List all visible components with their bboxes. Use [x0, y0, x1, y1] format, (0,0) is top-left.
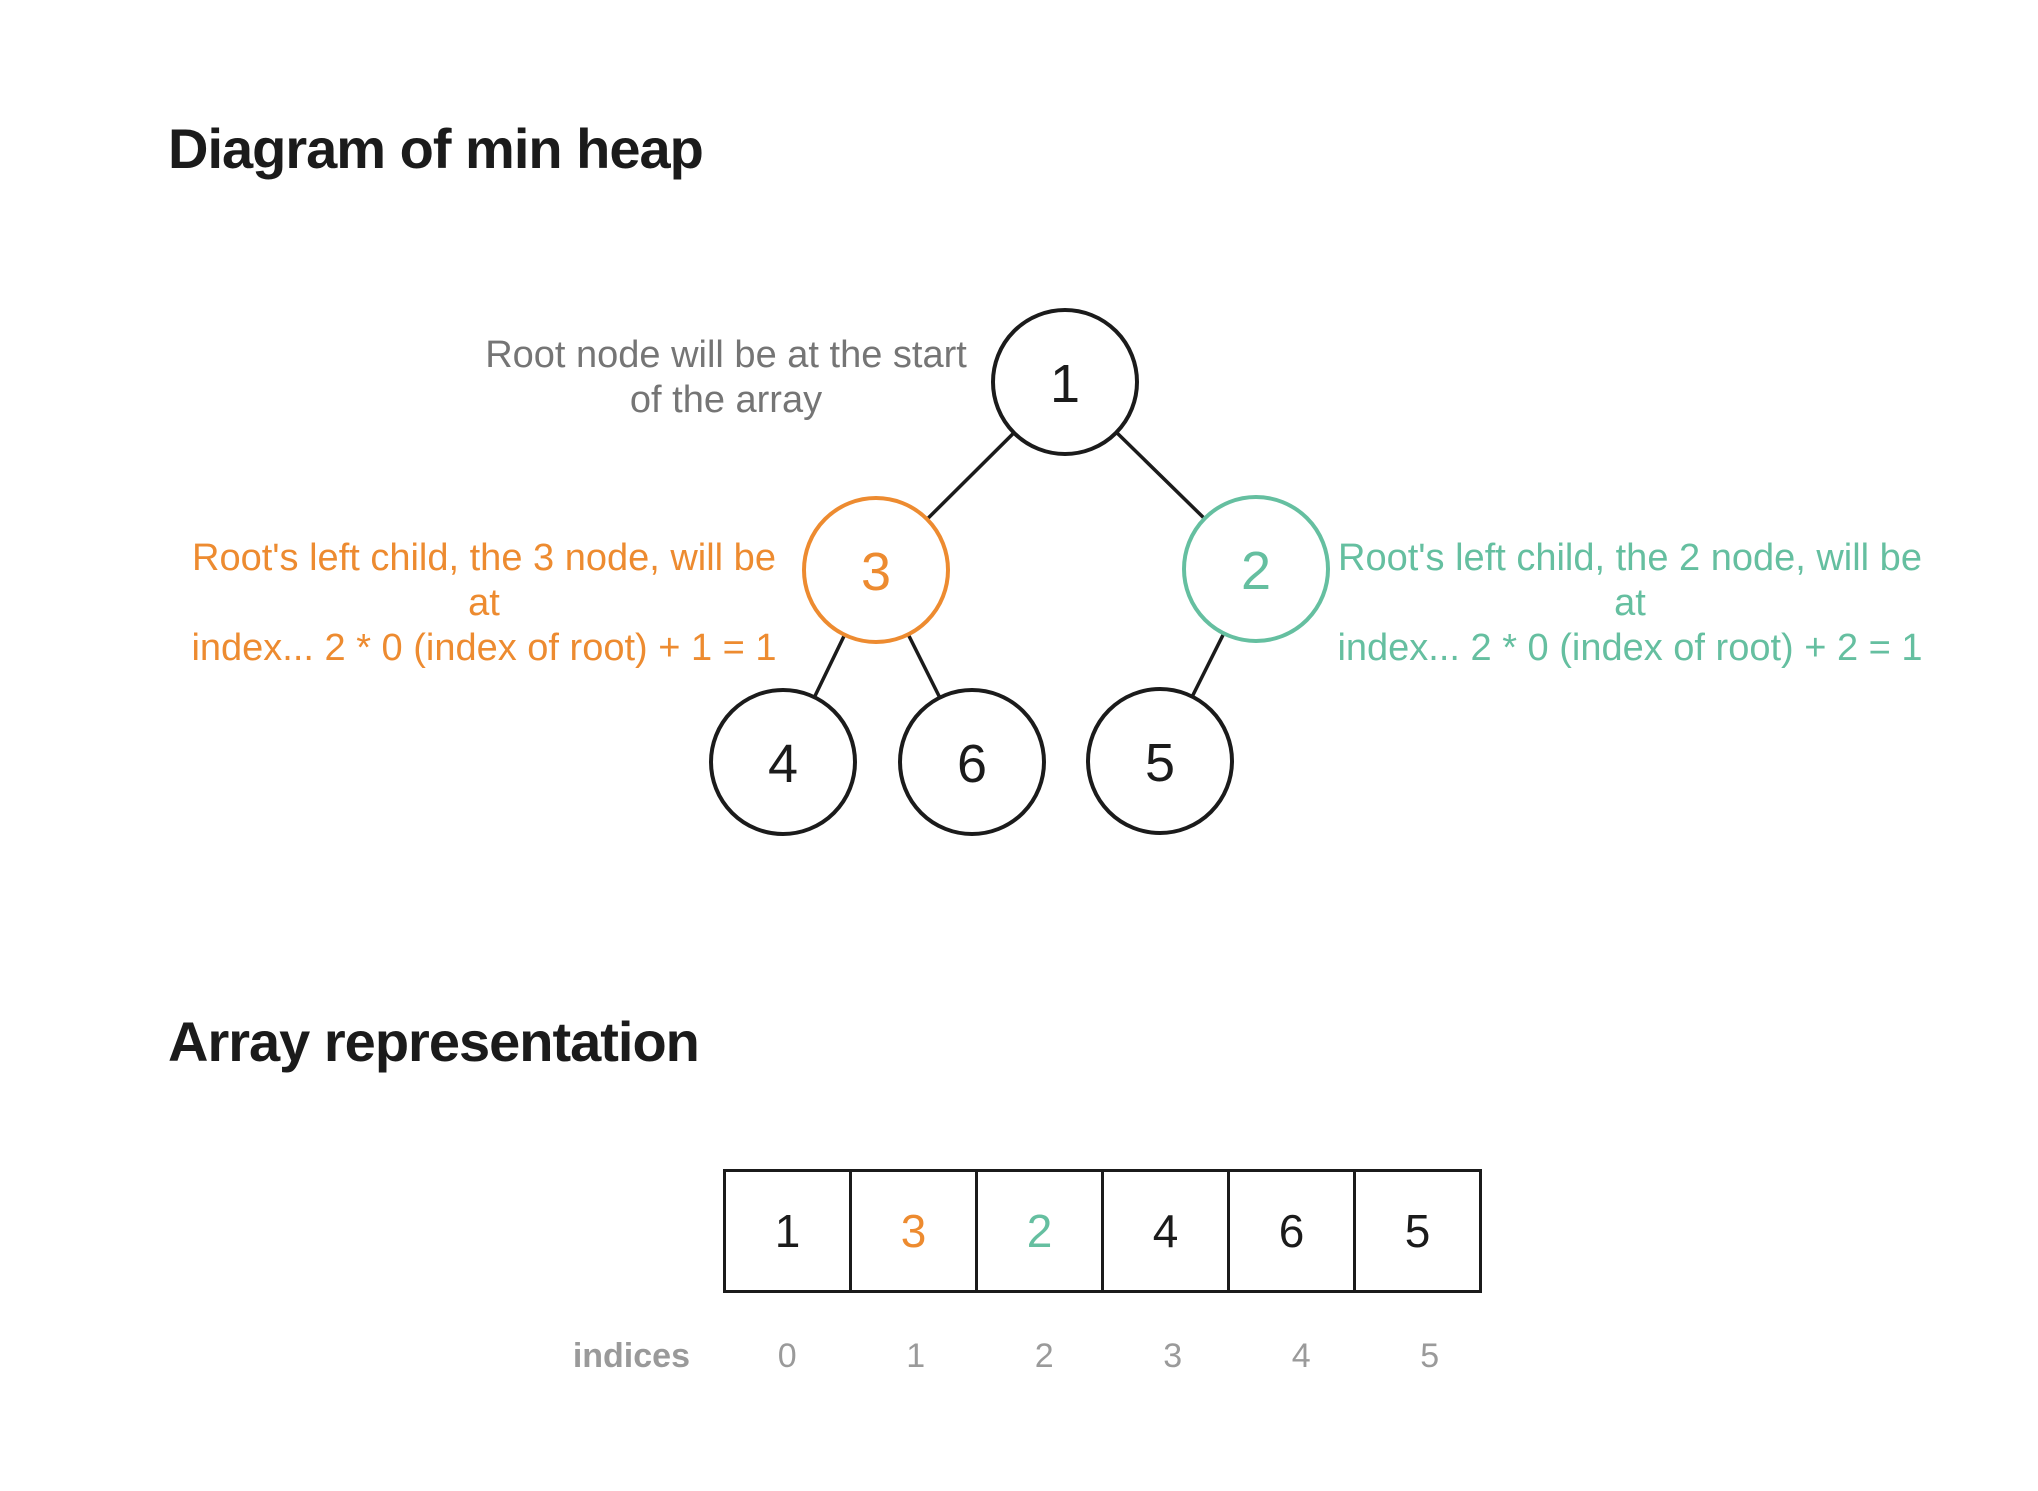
- tree-node-circle-2: [1182, 495, 1330, 643]
- tree-node-circle-6: [898, 688, 1046, 836]
- array-cell-2: 2: [975, 1169, 1104, 1293]
- tree-node-label-4: 4: [768, 734, 798, 794]
- indices-label: indices: [572, 1337, 690, 1375]
- tree-node-circle-4: [709, 688, 857, 836]
- tree-node-label-3: 3: [861, 542, 891, 602]
- tree-node-label-2: 2: [1241, 541, 1271, 601]
- tree-node-label-1: 1: [1050, 354, 1080, 414]
- index-0: 0: [777, 1337, 797, 1375]
- tree-node-circle-3: [802, 496, 950, 644]
- tree-node-label-6: 6: [957, 734, 987, 794]
- array-heading: Array representation: [168, 1010, 700, 1073]
- tree-node-circle-5: [1086, 687, 1234, 835]
- index-2: 2: [1034, 1337, 1054, 1375]
- tree-node-circle-1: [991, 308, 1139, 456]
- index-1: 1: [906, 1337, 926, 1375]
- index-4: 4: [1291, 1337, 1311, 1375]
- annotation-right-child: Root's left child, the 2 node, will be a…: [1337, 537, 1923, 669]
- array-cell-value-3: 4: [1152, 1205, 1179, 1257]
- annotation-root-node: Root node will be at the start of the ar…: [485, 334, 967, 421]
- tree-node-label-5: 5: [1145, 733, 1175, 793]
- array-representation: 1 3 2 4 6 5: [723, 1169, 1482, 1293]
- array-cell-value-5: 5: [1404, 1205, 1431, 1257]
- array-cell-5: 5: [1353, 1169, 1482, 1293]
- index-3: 3: [1163, 1337, 1183, 1375]
- annotation-left-child: Root's left child, the 3 node, will be a…: [191, 537, 777, 669]
- array-cell-value-2: 2: [1026, 1205, 1053, 1257]
- array-cell-3: 4: [1101, 1169, 1230, 1293]
- array-cell-1: 3: [849, 1169, 978, 1293]
- array-cell-value-0: 1: [774, 1205, 801, 1257]
- array-cell-value-1: 3: [900, 1205, 927, 1257]
- array-cell-0: 1: [723, 1169, 852, 1293]
- diagram-heading: Diagram of min heap: [168, 117, 704, 180]
- array-cell-4: 6: [1227, 1169, 1356, 1293]
- indices-row: 0 1 2 3 4 5: [723, 1338, 1494, 1374]
- index-5: 5: [1420, 1337, 1440, 1375]
- array-cell-value-4: 6: [1278, 1205, 1305, 1257]
